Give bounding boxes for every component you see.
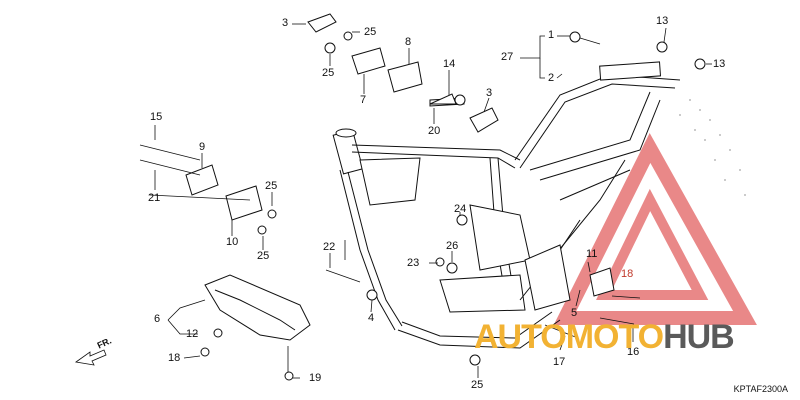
callout-7: 7 [360,94,367,106]
callout-1: 1 [548,29,555,41]
callout-19: 19 [309,372,322,384]
callout-24: 24 [454,203,467,215]
callout-25: 25 [257,250,270,262]
callout-16: 16 [627,346,640,358]
callout-9: 9 [199,141,206,153]
callout-26: 26 [446,240,459,252]
leader-lines [154,23,712,379]
diagram-code: KPTAF2300A [733,384,788,394]
main-frame [332,61,681,349]
callout-6: 6 [154,313,161,325]
callout-3: 3 [282,17,289,29]
callout-4: 4 [368,312,375,324]
watermark-part1: AUTOMOTO [474,318,664,356]
callout-2: 2 [548,72,555,84]
callout-3: 3 [486,87,493,99]
callout-13: 13 [713,58,726,70]
dotted-texture [679,99,746,196]
watermark-logo: AUTOMOTOHUB [474,318,735,357]
engine-mount-parts [139,13,706,381]
callout-12: 12 [186,328,199,340]
callout-27: 27 [501,51,514,63]
callout-25: 25 [471,379,484,391]
watermark-part2: HUB [663,318,735,356]
callout-25: 25 [322,67,335,79]
callout-20: 20 [428,125,441,137]
callout-15: 15 [150,111,163,123]
callout-18: 18 [621,268,634,280]
front-direction-arrow [74,349,107,366]
callout-5: 5 [571,307,578,319]
warning-triangle-logo [553,133,757,325]
callout-21: 21 [148,192,161,204]
callout-18: 18 [168,352,181,364]
callout-22: 22 [323,241,336,253]
callout-10: 10 [226,236,239,248]
callout-14: 14 [443,58,456,70]
callout-23: 23 [407,257,420,269]
callout-13: 13 [656,15,669,27]
callout-11: 11 [586,248,598,260]
callout-8: 8 [405,36,412,48]
callout-17: 17 [553,356,566,368]
callout-25: 25 [265,180,278,192]
callout-25: 25 [364,26,377,38]
